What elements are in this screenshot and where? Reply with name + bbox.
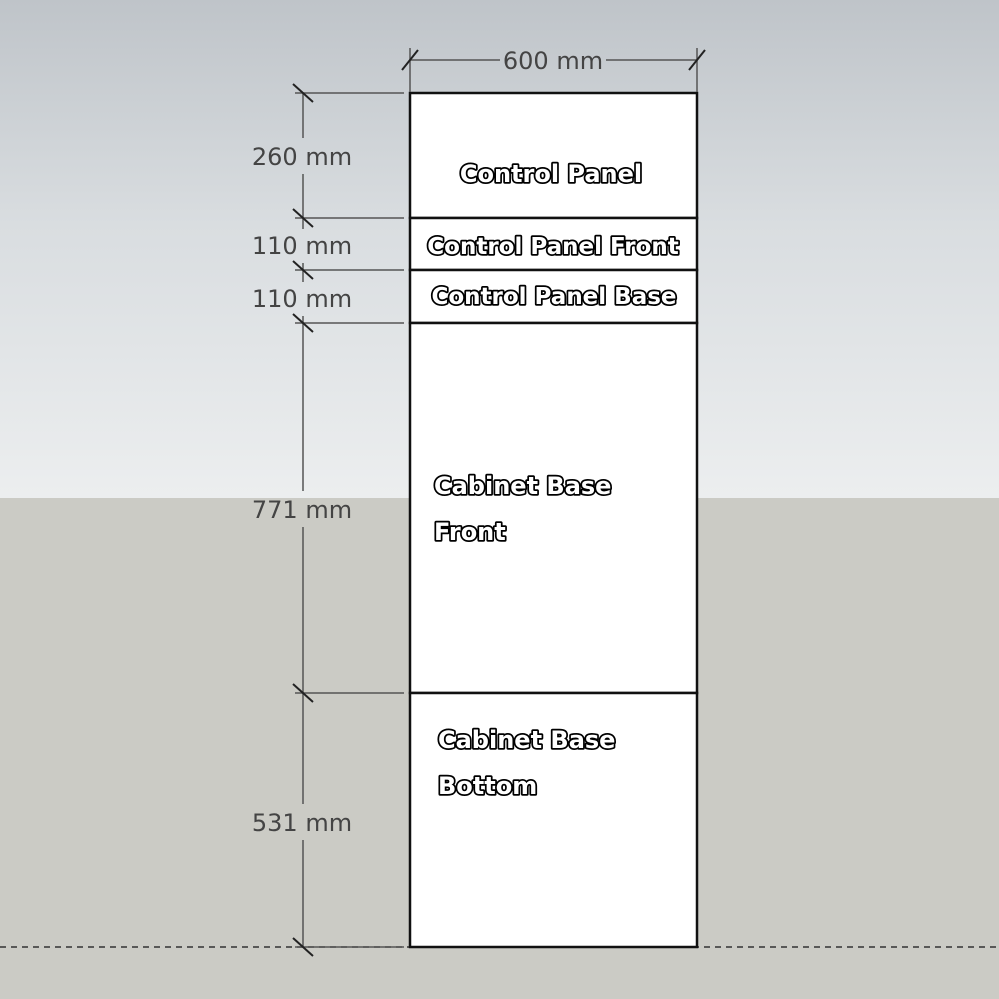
panel-control-panel-base[interactable] (408, 268, 699, 325)
height-label-control-panel-front: 110 mm (252, 232, 352, 260)
panel-control-panel[interactable] (408, 91, 699, 220)
panel-label-cabinet-base-front-line1: Cabinet Base (434, 472, 611, 500)
panel-label-cabinet-base-bottom-line2: Bottom (438, 772, 537, 800)
panel-label-control-panel-front: Control Panel Front (427, 234, 678, 260)
height-dimension-ticks (292, 83, 314, 957)
panel-control-panel-front[interactable] (408, 216, 699, 272)
height-label-cabinet-base-bottom: 531 mm (252, 809, 352, 837)
panel-label-control-panel: Control Panel (460, 160, 642, 188)
height-dimension-lines (295, 92, 404, 948)
panel-cabinet-base-bottom[interactable] (408, 691, 699, 949)
panel-label-cabinet-base-bottom-line1: Cabinet Base (438, 726, 615, 754)
width-dimension (401, 48, 706, 92)
panel-label-cabinet-base-front-line2: Front (434, 518, 506, 546)
panel-label-control-panel-base: Control Panel Base (431, 284, 676, 310)
height-label-control-panel: 260 mm (252, 143, 352, 171)
width-dimension-label: 600 mm (503, 47, 603, 75)
height-label-cabinet-base-front: 771 mm (252, 496, 352, 524)
panel-cabinet-base-front[interactable] (408, 321, 699, 695)
height-label-control-panel-base: 110 mm (252, 285, 352, 313)
